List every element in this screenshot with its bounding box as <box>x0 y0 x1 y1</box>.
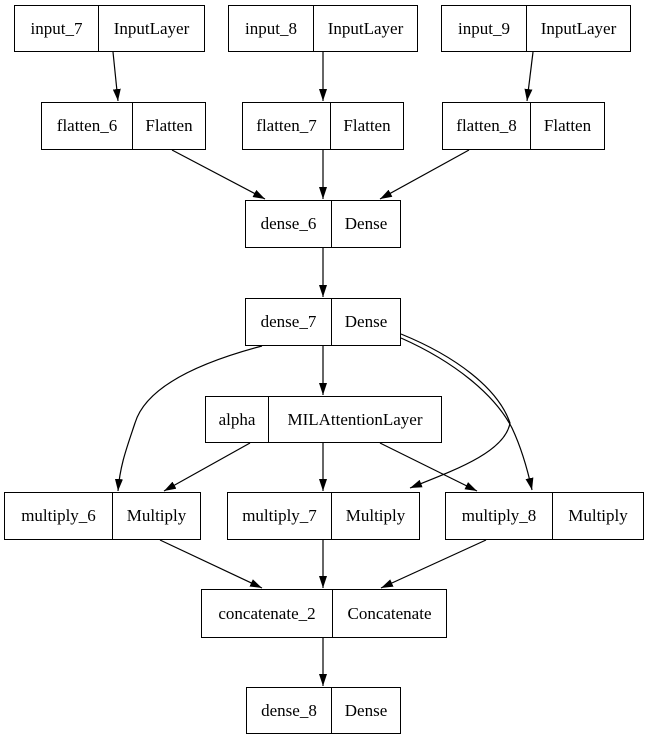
layer-type-cell-input_9: InputLayer <box>540 18 617 38</box>
layer-name-cell-multiply_8: multiply_8 <box>446 493 553 539</box>
layer-node-multiply_7: multiply_7 Multiply <box>227 492 420 540</box>
layer-name-cell-alpha: alpha <box>206 397 269 442</box>
layer-node-dense_8: dense_8 Dense <box>246 687 401 734</box>
edge-alpha-to-multiply_6 <box>163 442 251 492</box>
edge-input_9-to-flatten_8 <box>524 51 534 102</box>
edge-flatten_6-to-dense_6 <box>171 149 266 200</box>
layer-node-input_9: input_9 InputLayer <box>441 5 631 52</box>
edge-multiply_8-to-concatenate_2 <box>380 539 487 589</box>
layer-type-cell-dense_8: Dense <box>344 700 388 720</box>
layer-type-cell-flatten_8: Flatten <box>543 116 592 135</box>
layer-name-cell-input_9: input_9 <box>442 6 527 51</box>
layer-node-flatten_7: flatten_7 Flatten <box>242 102 404 150</box>
layer-type-cell-alpha: MILAttentionLayer <box>287 409 423 429</box>
layer-name-cell-flatten_8: flatten_8 <box>443 103 531 149</box>
layer-node-dense_6: dense_6 Dense <box>245 200 401 248</box>
layer-type-cell-multiply_7: Multiply <box>345 506 406 525</box>
layer-name-cell-multiply_7: multiply_7 <box>228 493 332 539</box>
edge-input_7-to-flatten_6 <box>112 51 121 102</box>
layer-node-alpha: alpha MILAttentionLayer <box>205 396 442 443</box>
layer-node-flatten_6: flatten_6 Flatten <box>41 102 206 150</box>
layer-type-cell-dense_7: Dense <box>344 312 388 331</box>
layer-name-cell-dense_6: dense_6 <box>246 201 332 247</box>
layer-type-cell-flatten_6: Flatten <box>145 116 193 135</box>
layer-name-cell-multiply_6: multiply_6 <box>5 493 113 539</box>
layer-node-flatten_8: flatten_8 Flatten <box>442 102 605 150</box>
layer-name-cell-flatten_6: flatten_6 <box>42 103 133 149</box>
layer-type-cell-concatenate_2: Concatenate <box>347 603 432 623</box>
layer-name-cell-dense_7: dense_7 <box>246 299 332 345</box>
layer-node-multiply_8: multiply_8 Multiply <box>445 492 644 540</box>
layer-name-cell-flatten_7: flatten_7 <box>243 103 331 149</box>
layer-node-dense_7: dense_7 Dense <box>245 298 401 346</box>
layer-node-concatenate_2: concatenate_2 Concatenate <box>201 589 447 638</box>
layer-name-cell-input_8: input_8 <box>229 6 314 51</box>
edge-alpha-to-multiply_8 <box>379 442 478 492</box>
layer-type-cell-flatten_7: Flatten <box>343 116 391 135</box>
layer-name-cell-input_7: input_7 <box>15 6 99 51</box>
layer-type-cell-multiply_8: Multiply <box>568 506 628 525</box>
layer-node-input_8: input_8 InputLayer <box>228 5 418 52</box>
layer-name-cell-dense_8: dense_8 <box>247 688 332 733</box>
edge-multiply_6-to-concatenate_2 <box>159 539 263 589</box>
layer-node-multiply_6: multiply_6 Multiply <box>4 492 201 540</box>
layer-type-cell-input_8: InputLayer <box>327 18 404 38</box>
layer-type-cell-input_7: InputLayer <box>113 18 190 38</box>
layer-type-cell-dense_6: Dense <box>344 214 388 233</box>
layer-node-input_7: input_7 InputLayer <box>14 5 205 52</box>
layer-type-cell-multiply_6: Multiply <box>126 506 187 525</box>
edge-flatten_8-to-dense_6 <box>379 149 470 200</box>
layer-name-cell-concatenate_2: concatenate_2 <box>202 590 333 637</box>
